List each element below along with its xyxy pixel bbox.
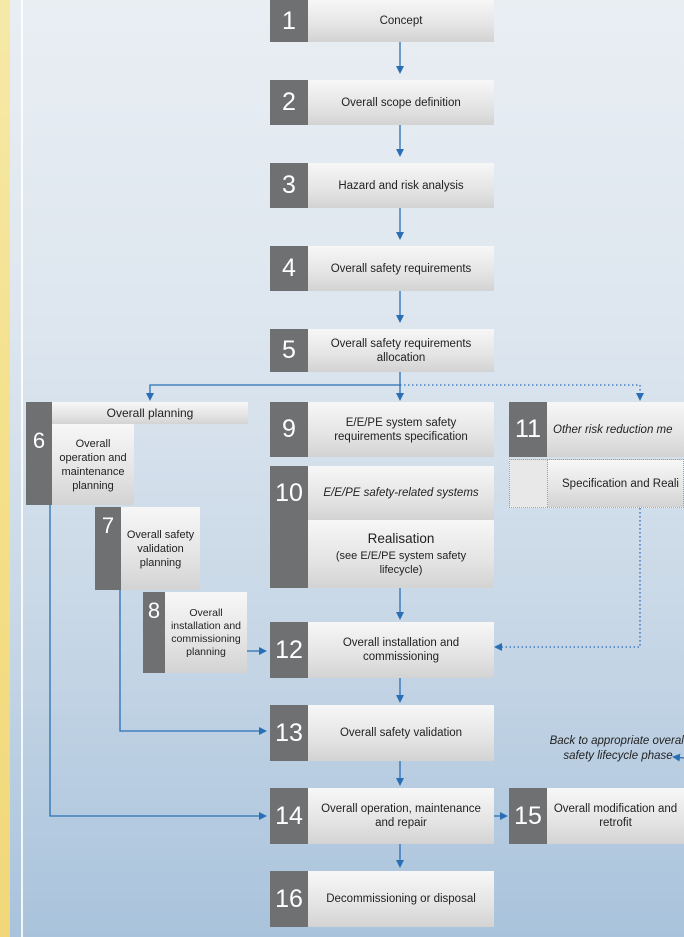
step-label: E/E/PE system safety requirements specif… bbox=[308, 402, 494, 457]
step-label: Overall operation, maintenance and repai… bbox=[308, 788, 494, 844]
step-label: E/E/PE safety-related systems bbox=[308, 466, 494, 520]
spec-realisation-label: Specification and Reali bbox=[562, 477, 679, 490]
realisation-subtitle: (see E/E/PE system safety lifecycle) bbox=[335, 549, 467, 576]
step-number: 16 bbox=[270, 871, 308, 927]
step-number: 15 bbox=[509, 788, 547, 844]
step-number: 10 bbox=[270, 466, 308, 520]
step-8-box: 8 Overall installation and commissioning… bbox=[143, 592, 247, 673]
step-1-box: 1 Concept bbox=[270, 0, 494, 42]
step-12-box: 12 Overall installation and commissionin… bbox=[270, 622, 494, 678]
step-11-box: 11 Other risk reduction me bbox=[509, 402, 684, 457]
spec-cap bbox=[510, 460, 548, 507]
step-number: 7 bbox=[95, 507, 121, 590]
realisation-title: Realisation bbox=[367, 530, 435, 546]
step-7-box: 7 Overall safety validation planning bbox=[95, 507, 200, 590]
step-label: Overall safety validation bbox=[308, 705, 494, 761]
step-15-box: 15 Overall modification and retrofit bbox=[509, 788, 684, 844]
step-13-box: 13 Overall safety validation bbox=[270, 705, 494, 761]
realisation-box: Realisation (see E/E/PE system safety li… bbox=[270, 520, 494, 588]
step-number: 14 bbox=[270, 788, 308, 844]
left-divider-line bbox=[21, 0, 23, 937]
step-number: 12 bbox=[270, 622, 308, 678]
step-3-box: 3 Hazard and risk analysis bbox=[270, 163, 494, 208]
step-label: Overall operation and maintenance planni… bbox=[52, 424, 134, 505]
step-label: Overall safety validation planning bbox=[121, 507, 200, 590]
step-number: 2 bbox=[270, 80, 308, 125]
step-number: 6 bbox=[26, 424, 52, 505]
step-label: Overall safety requirements allocation bbox=[308, 329, 494, 372]
back-to-phase-note: Back to appropriate overall safety lifec… bbox=[549, 735, 684, 762]
step-label: Overall safety requirements bbox=[308, 246, 494, 291]
step-4-box: 4 Overall safety requirements bbox=[270, 246, 494, 291]
step-14-box: 14 Overall operation, maintenance and re… bbox=[270, 788, 494, 844]
planning-header-label: Overall planning bbox=[52, 402, 248, 424]
left-accent-strip bbox=[0, 0, 10, 937]
step-10-box: 10 E/E/PE safety-related systems bbox=[270, 466, 494, 520]
step-2-box: 2 Overall scope definition bbox=[270, 80, 494, 125]
step-5-box: 5 Overall safety requirements allocation bbox=[270, 329, 494, 372]
step-6-box: 6 Overall operation and maintenance plan… bbox=[26, 424, 134, 505]
step-number: 11 bbox=[509, 402, 547, 457]
step-label: Concept bbox=[308, 0, 494, 42]
step-16-box: 16 Decommissioning or disposal bbox=[270, 871, 494, 927]
overall-planning-header: Overall planning bbox=[26, 402, 248, 424]
header-cap bbox=[26, 402, 52, 424]
step-9-box: 9 E/E/PE system safety requirements spec… bbox=[270, 402, 494, 457]
realisation-cap bbox=[270, 520, 308, 588]
step-number: 1 bbox=[270, 0, 308, 42]
step-number: 5 bbox=[270, 329, 308, 372]
step-label: Overall modification and retrofit bbox=[547, 788, 684, 844]
step-number: 4 bbox=[270, 246, 308, 291]
step-label: Overall installation and commissioning bbox=[308, 622, 494, 678]
step-number: 3 bbox=[270, 163, 308, 208]
step-number: 13 bbox=[270, 705, 308, 761]
step-label: Decommissioning or disposal bbox=[308, 871, 494, 927]
spec-realisation-box: Specification and Reali bbox=[509, 459, 684, 508]
step-label: Other risk reduction me bbox=[547, 402, 684, 457]
step-label: Overall installation and commissioning p… bbox=[165, 592, 247, 673]
step-number: 9 bbox=[270, 402, 308, 457]
step-label: Hazard and risk analysis bbox=[308, 163, 494, 208]
realisation-label: Realisation (see E/E/PE system safety li… bbox=[308, 520, 494, 588]
step-label: Overall scope definition bbox=[308, 80, 494, 125]
step-number: 8 bbox=[143, 592, 165, 673]
